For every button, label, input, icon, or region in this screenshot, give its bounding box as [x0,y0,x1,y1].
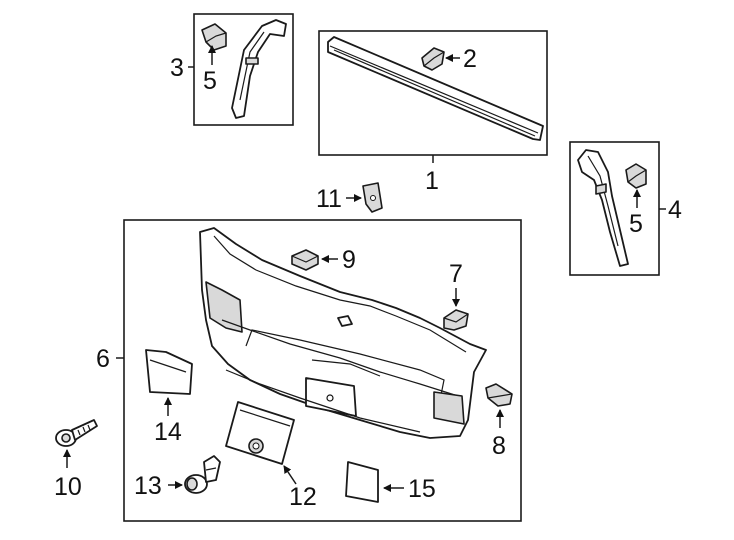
callout-11: 11 [316,185,342,213]
callout-14: 14 [154,418,182,446]
pillar-trim-left [231,19,287,119]
callout-12: 12 [289,483,317,511]
fastener-part-13 [184,455,221,494]
tailgate-trim-panel [199,227,487,439]
clip-part-5-left [201,23,227,51]
callout-13: 13 [134,472,162,500]
callout-15: 15 [408,475,436,503]
clip-part-9 [291,249,319,271]
clip-part-7 [443,309,469,331]
molding-strip [327,36,544,141]
pocket-part-12 [225,401,295,465]
clip-part-2 [421,47,445,71]
clip-part-5-right [625,163,647,189]
callout-8: 8 [492,432,506,460]
cover-part-15 [345,461,379,503]
clip-part-8 [485,383,513,407]
screw-part-10 [55,419,98,447]
callout-10: 10 [54,473,82,501]
callout-2: 2 [463,45,477,73]
callout-4: 4 [668,196,682,224]
group-box-6 [123,219,522,522]
callout-6: 6 [96,345,110,373]
callout-5-left: 5 [203,67,217,95]
callout-3: 3 [170,54,184,82]
callout-9: 9 [342,246,356,274]
pillar-trim-right [577,149,629,267]
callout-7: 7 [449,260,463,288]
cover-part-14 [145,349,193,395]
clip-part-11 [362,182,383,213]
callout-5-right: 5 [629,210,643,238]
callout-1: 1 [425,167,439,195]
group-box-3 [193,13,294,126]
